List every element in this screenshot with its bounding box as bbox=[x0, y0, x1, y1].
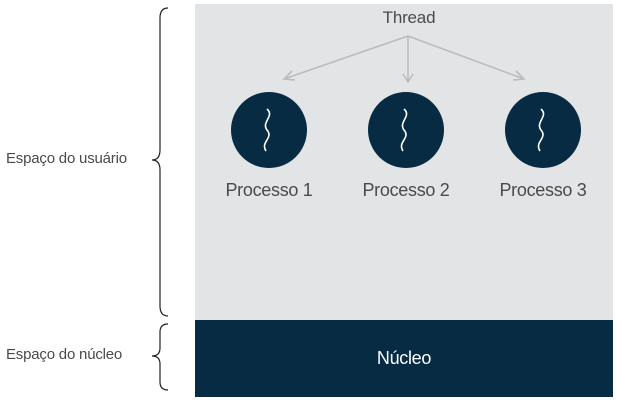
thread-arrows bbox=[282, 35, 526, 84]
arrowhead-process-3 bbox=[512, 70, 526, 81]
process-2: Processo 2 bbox=[346, 92, 466, 201]
arrowhead-process-2 bbox=[402, 73, 414, 84]
process-3-label: Processo 3 bbox=[499, 180, 587, 200]
kernel-space-label: Espaço do núcleo bbox=[6, 346, 123, 363]
process-1-label: Processo 1 bbox=[225, 180, 313, 200]
wavy-thread-icon bbox=[537, 108, 545, 152]
process-2-label: Processo 2 bbox=[362, 180, 450, 200]
user-space-brace bbox=[151, 7, 169, 317]
process-1: Processo 1 bbox=[209, 92, 329, 201]
wavy-thread-icon bbox=[400, 108, 408, 152]
arrow-to-process-1 bbox=[283, 35, 409, 80]
arrowhead-process-1 bbox=[282, 70, 296, 81]
arrow-to-process-3 bbox=[407, 35, 525, 80]
process-3: Processo 3 bbox=[483, 92, 603, 201]
kernel-space-brace bbox=[151, 323, 169, 391]
process-1-circle bbox=[231, 92, 307, 168]
thread-label: Thread bbox=[382, 8, 436, 27]
user-space-label: Espaço do usuário bbox=[6, 150, 127, 167]
kernel-label: Núcleo bbox=[376, 348, 432, 368]
process-2-circle bbox=[368, 92, 444, 168]
process-3-circle bbox=[505, 92, 581, 168]
kernel-region: Núcleo bbox=[195, 320, 613, 397]
wavy-thread-icon bbox=[263, 108, 271, 152]
